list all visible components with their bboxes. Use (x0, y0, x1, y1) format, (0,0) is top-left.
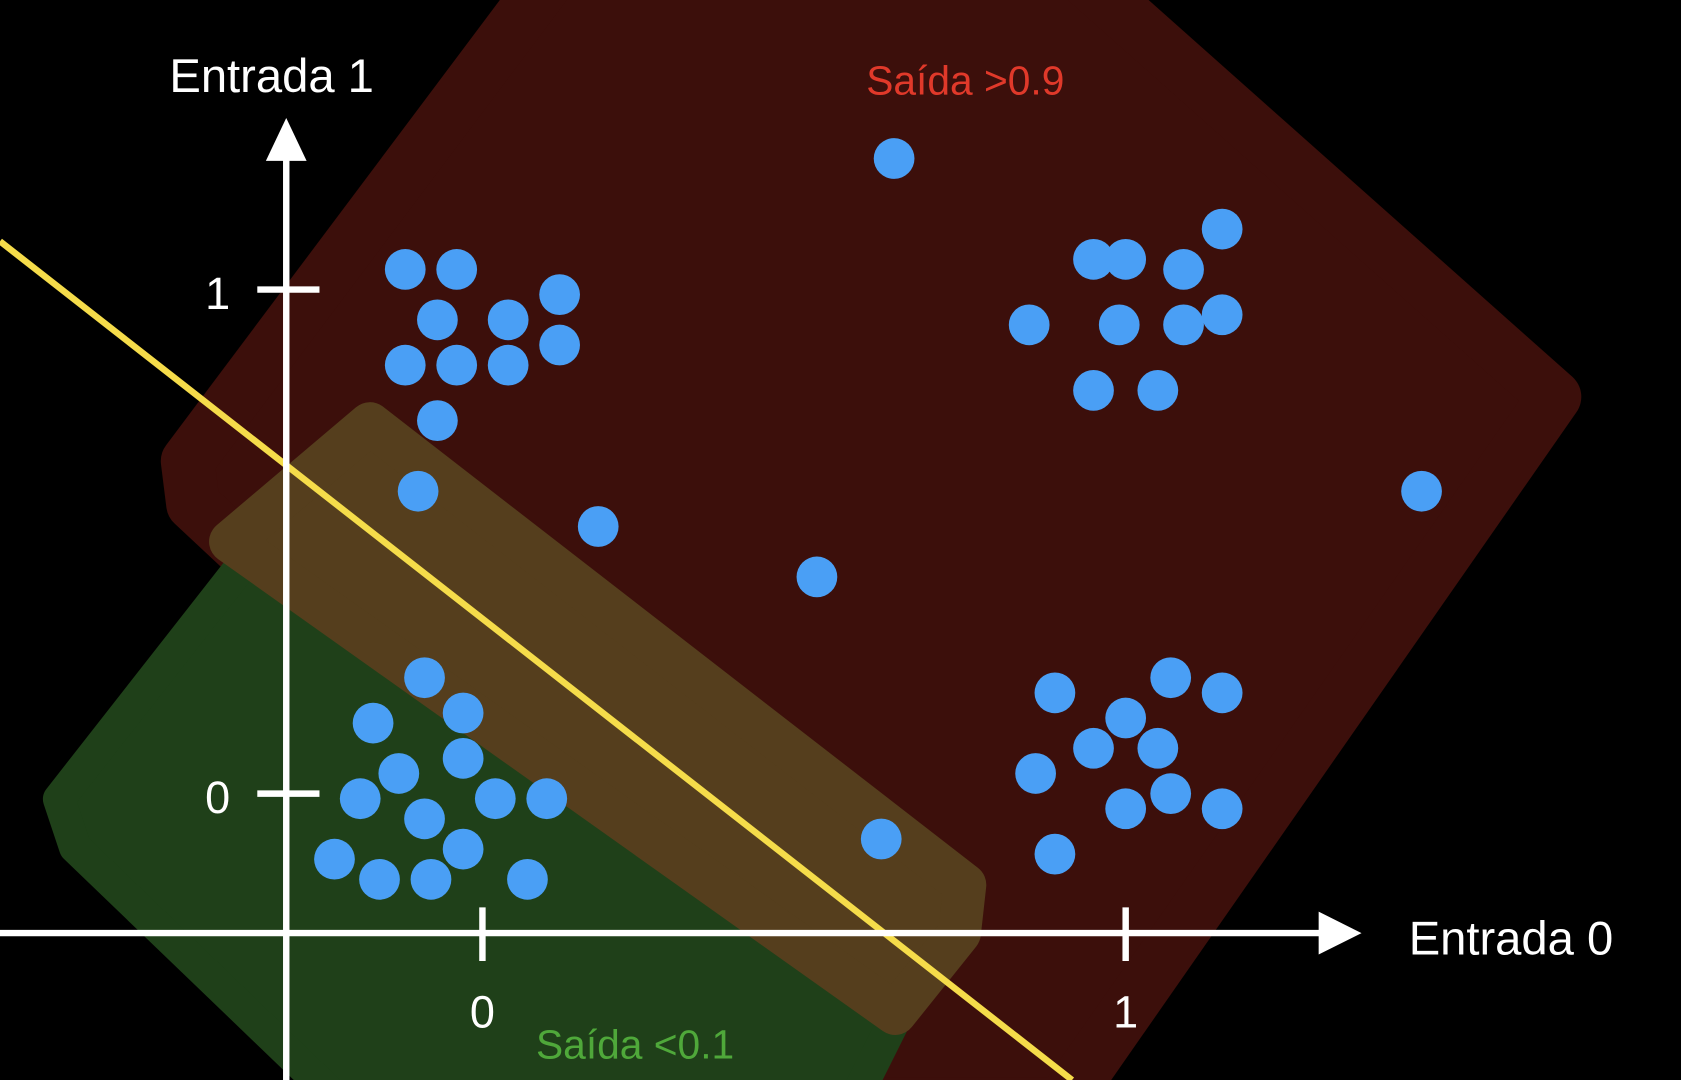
data-point (577, 506, 619, 547)
data-point (539, 274, 580, 315)
data-point (410, 858, 452, 900)
low-output-label: Saída <0.1 (536, 1022, 734, 1068)
data-point (796, 556, 838, 598)
data-point (339, 778, 381, 820)
data-point (442, 737, 484, 779)
data-point (873, 138, 915, 179)
decision-boundary-line (0, 238, 1075, 1080)
data-point (1073, 727, 1114, 769)
data-point (359, 858, 400, 900)
x-tick-label-1: 1 (1113, 986, 1138, 1037)
x-axis-title: Entrada 0 (1409, 912, 1614, 965)
data-point (1401, 470, 1442, 512)
data-point (1098, 304, 1140, 346)
data-point (1073, 238, 1114, 280)
data-point (539, 324, 580, 366)
x-axis-arrow-icon (1318, 911, 1362, 955)
data-point (442, 692, 484, 734)
data-points (314, 138, 1442, 900)
data-point (352, 702, 394, 744)
data-point (487, 344, 529, 386)
data-point (1105, 788, 1147, 830)
high-output-label: Saída >0.9 (866, 57, 1064, 103)
data-point (436, 249, 478, 290)
data-point (404, 798, 445, 840)
y-axis-title: Entrada 1 (169, 49, 374, 102)
data-point (1105, 238, 1147, 280)
data-point (1201, 294, 1243, 336)
data-point (378, 753, 420, 794)
data-point (1201, 788, 1243, 830)
data-point (404, 657, 445, 699)
data-point (1201, 672, 1243, 714)
data-point (1105, 697, 1147, 739)
data-point (1150, 773, 1192, 815)
y-tick-label-1: 1 (205, 268, 230, 319)
data-point (417, 299, 458, 341)
data-point (507, 858, 548, 900)
data-point (384, 344, 426, 386)
data-point (1008, 304, 1050, 346)
data-point (487, 299, 529, 341)
data-point (417, 400, 458, 442)
y-axis-arrow-icon (265, 117, 307, 161)
data-point (1163, 304, 1204, 346)
data-point (1015, 753, 1056, 794)
data-point (314, 838, 355, 880)
data-point (1073, 370, 1114, 411)
data-point (442, 828, 484, 870)
x-tick-label-0: 0 (470, 986, 495, 1037)
data-point (1150, 657, 1192, 699)
data-point (384, 249, 426, 290)
data-point (1034, 833, 1076, 875)
data-point (860, 818, 902, 860)
data-point (1034, 672, 1076, 714)
data-point (1163, 249, 1204, 290)
data-point (397, 470, 439, 512)
data-point (1137, 727, 1179, 769)
data-point (526, 778, 568, 820)
data-point (436, 344, 478, 386)
data-point (1137, 370, 1179, 411)
data-point (474, 778, 516, 820)
data-point (1201, 208, 1243, 250)
y-tick-label-0: 0 (205, 772, 230, 823)
